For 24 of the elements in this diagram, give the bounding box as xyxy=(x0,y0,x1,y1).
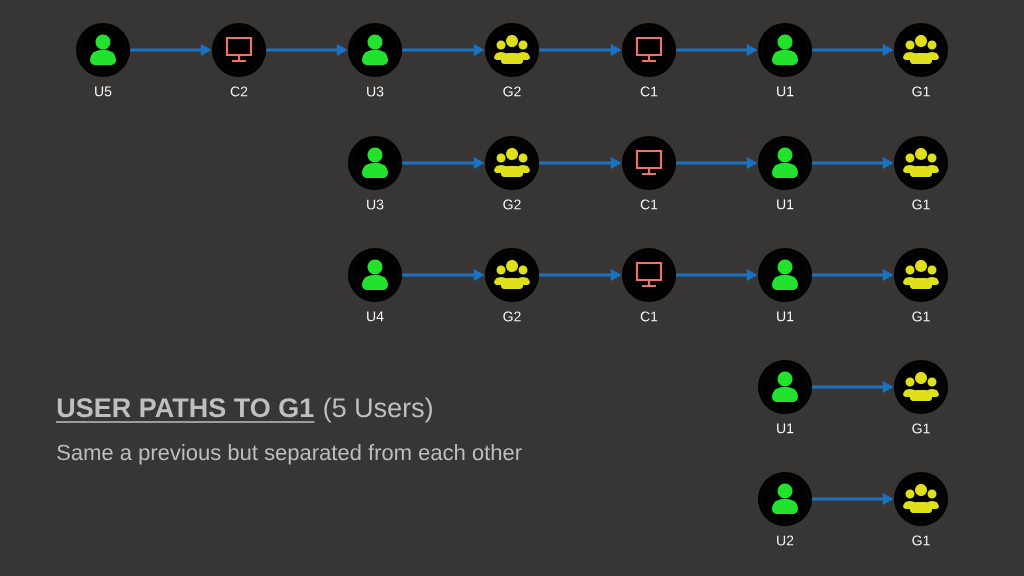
node-label: U2 xyxy=(777,535,794,546)
caption: Same a previous but separated from each other xyxy=(57,444,522,465)
node-label: U1 xyxy=(777,423,794,434)
node-label: G1 xyxy=(912,311,930,322)
title: USER PATHS TO G1 xyxy=(57,398,314,418)
node-label: G2 xyxy=(503,199,521,210)
node-label: G2 xyxy=(503,311,521,322)
node-label: U4 xyxy=(367,311,384,322)
node-label: U1 xyxy=(777,199,794,210)
node-label: G2 xyxy=(503,86,521,97)
node-label: U1 xyxy=(777,311,794,322)
node-label: C1 xyxy=(640,311,658,322)
node-label: U3 xyxy=(367,86,384,97)
node-label: C2 xyxy=(230,86,248,97)
node-label: U3 xyxy=(367,199,384,210)
node-label: C1 xyxy=(640,86,658,97)
node-label: G1 xyxy=(912,535,930,546)
node-label: G1 xyxy=(912,423,930,434)
node-label: G1 xyxy=(912,199,930,210)
node-label: U1 xyxy=(777,86,794,97)
subtitle: (5 Users) xyxy=(324,397,432,423)
node-label: G1 xyxy=(912,86,930,97)
node-label: U5 xyxy=(95,86,112,97)
node-label: C1 xyxy=(640,199,658,210)
